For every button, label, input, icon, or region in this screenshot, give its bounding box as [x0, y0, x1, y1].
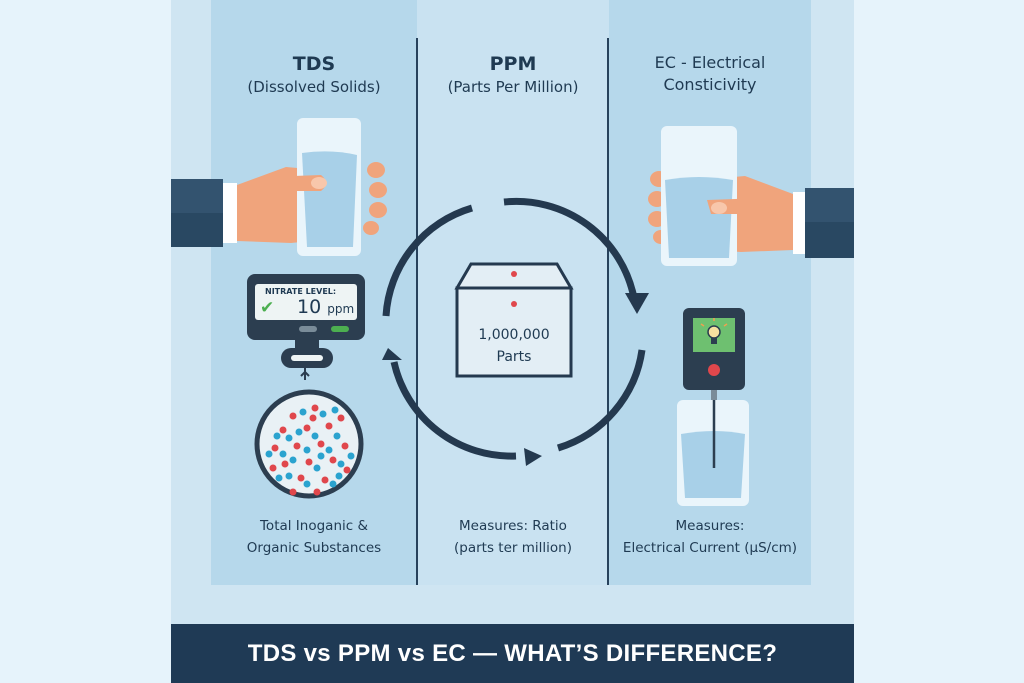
divider-right [607, 38, 609, 585]
meter-reading: 10 ppm [297, 296, 354, 318]
tds-meter-icon [247, 274, 365, 380]
box-line1: 1,000,000 [478, 327, 550, 343]
tds-caption-line2: Organic Substances [246, 540, 382, 556]
hand-holding-glass-right-icon [648, 126, 854, 266]
tds-heading: TDS (Dissolved Solids) [211, 52, 417, 98]
divider-left [416, 38, 418, 585]
ppm-subtitle: (Parts Per Million) [447, 78, 579, 96]
ppm-caption-line1: Measures: Ratio [459, 518, 567, 534]
tds-caption: Total Inoganic & Organic Substances [211, 515, 417, 559]
ppm-caption: Measures: Ratio (parts ter million) [417, 515, 609, 559]
meter-label: NITRATE LEVEL: [265, 287, 337, 296]
ec-caption: Measures: Electrical Current (µS/cm) [609, 515, 811, 559]
parts-box-icon [454, 262, 574, 378]
banner-title: TDS vs PPM vs EC — WHAT’S DIFFERENCE? [247, 639, 778, 667]
infographic-poster: TDS (Dissolved Solids) PPM (Parts Per Mi… [171, 0, 854, 683]
ppm-caption-line2: (parts ter million) [454, 540, 572, 556]
tds-caption-line1: Total Inoganic & [259, 518, 368, 534]
meter-value: 10 [297, 296, 322, 318]
ec-caption-line2: Electrical Current (µS/cm) [622, 540, 798, 556]
ppm-heading: PPM (Parts Per Million) [417, 52, 609, 98]
parts-box-text: 1,000,000 Parts [455, 324, 573, 368]
check-icon: ✔ [260, 298, 275, 318]
tds-subtitle: (Dissolved Solids) [247, 78, 381, 96]
ec-subtitle: Consticivity [663, 75, 757, 94]
ec-title: EC - Electrical [654, 53, 766, 72]
ppm-title: PPM [489, 53, 537, 75]
cycle-arrows-icon [382, 197, 649, 466]
ec-heading: EC - Electrical Consticivity [609, 52, 811, 96]
box-line2: Parts [496, 349, 532, 365]
hand-holding-glass-icon [171, 118, 387, 256]
tds-title: TDS [292, 53, 336, 75]
meter-unit: ppm [327, 302, 355, 316]
bottom-banner: TDS vs PPM vs EC — WHAT’S DIFFERENCE? [171, 624, 854, 683]
ec-caption-line1: Measures: [675, 518, 745, 534]
dissolved-particles-icon [254, 389, 364, 499]
ec-meter-icon [677, 308, 749, 506]
